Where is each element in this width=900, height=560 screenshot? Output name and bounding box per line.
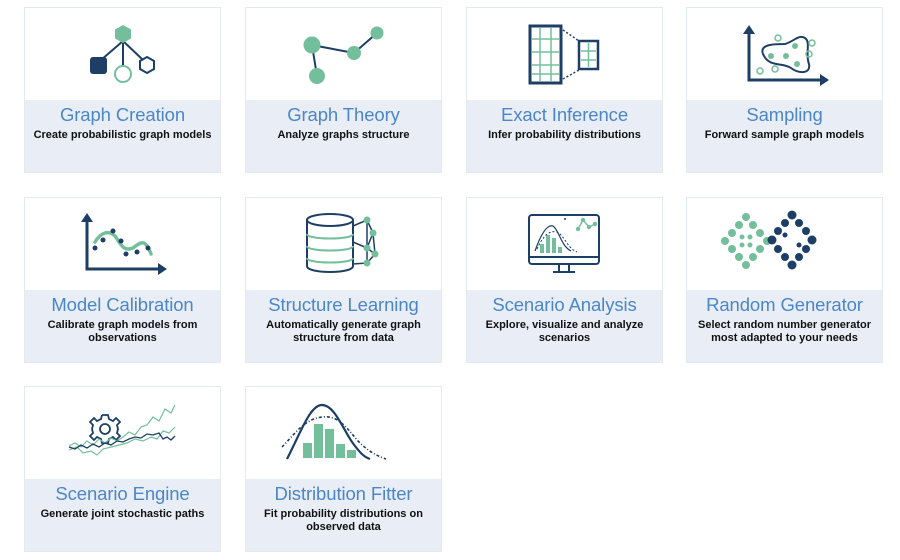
card-image bbox=[246, 387, 441, 479]
card-description: Infer probability distributions bbox=[488, 129, 641, 141]
scenario-analysis-icon bbox=[528, 214, 600, 273]
card-title: Random Generator bbox=[706, 294, 863, 315]
card-title: Graph Creation bbox=[59, 104, 186, 125]
card-description: Calibrate graph models from observations bbox=[47, 319, 198, 344]
card-description: Generate joint stochastic paths bbox=[40, 508, 205, 520]
card-exact-inference[interactable]: Exact Inference Infer probability distri… bbox=[466, 7, 663, 173]
card-title: Graph Theory bbox=[287, 104, 400, 125]
card-title: Scenario Analysis bbox=[492, 294, 637, 315]
card-image bbox=[25, 387, 220, 479]
card-description: Select random number generator most adap… bbox=[698, 319, 871, 344]
card-model-calibration[interactable]: Model Calibration Calibrate graph models… bbox=[24, 197, 221, 363]
card-scenario-analysis[interactable]: Scenario Analysis Explore, visualize and… bbox=[466, 197, 663, 363]
card-image bbox=[25, 198, 220, 290]
card-graph-theory[interactable]: Graph Theory Analyze graphs structure bbox=[245, 7, 442, 173]
card-sampling[interactable]: Sampling Forward sample graph models bbox=[686, 7, 883, 173]
sampling-icon bbox=[743, 25, 829, 86]
card-description: Explore, visualize and analyze scenarios bbox=[485, 319, 644, 344]
exact-inference-icon bbox=[528, 24, 600, 85]
card-image bbox=[687, 198, 882, 290]
card-scenario-engine[interactable]: Scenario Engine Generate joint stochasti… bbox=[24, 386, 221, 552]
card-title: Model Calibration bbox=[51, 294, 194, 315]
card-title: Distribution Fitter bbox=[274, 483, 413, 504]
card-description: Forward sample graph models bbox=[704, 129, 865, 141]
graph-creation-icon bbox=[90, 25, 155, 83]
card-random-generator[interactable]: Random Generator Select random number ge… bbox=[686, 197, 883, 363]
graph-theory-icon bbox=[303, 26, 384, 84]
card-image bbox=[25, 8, 220, 100]
card-title: Sampling bbox=[746, 104, 823, 125]
structure-learning-icon bbox=[306, 213, 379, 273]
distribution-fitter-icon bbox=[281, 403, 387, 461]
card-description: Fit probability distributions on observe… bbox=[264, 508, 423, 533]
card-graph-creation[interactable]: Graph Creation Create probabilistic grap… bbox=[24, 7, 221, 173]
card-image bbox=[246, 8, 441, 100]
card-image bbox=[467, 8, 662, 100]
card-image bbox=[246, 198, 441, 290]
card-image bbox=[687, 8, 882, 100]
card-structure-learning[interactable]: Structure Learning Automatically generat… bbox=[245, 197, 442, 363]
model-calibration-icon bbox=[81, 213, 167, 275]
card-description: Create probabilistic graph models bbox=[33, 129, 212, 141]
card-distribution-fitter[interactable]: Distribution Fitter Fit probability dist… bbox=[245, 386, 442, 552]
card-title: Structure Learning bbox=[268, 294, 419, 315]
scenario-engine-icon bbox=[68, 404, 176, 456]
card-description: Automatically generate graph structure f… bbox=[266, 319, 421, 344]
card-description: Analyze graphs structure bbox=[277, 129, 410, 141]
random-generator-icon bbox=[721, 210, 817, 270]
card-title: Scenario Engine bbox=[55, 483, 190, 504]
card-title: Exact Inference bbox=[500, 104, 629, 125]
card-image bbox=[467, 198, 662, 290]
